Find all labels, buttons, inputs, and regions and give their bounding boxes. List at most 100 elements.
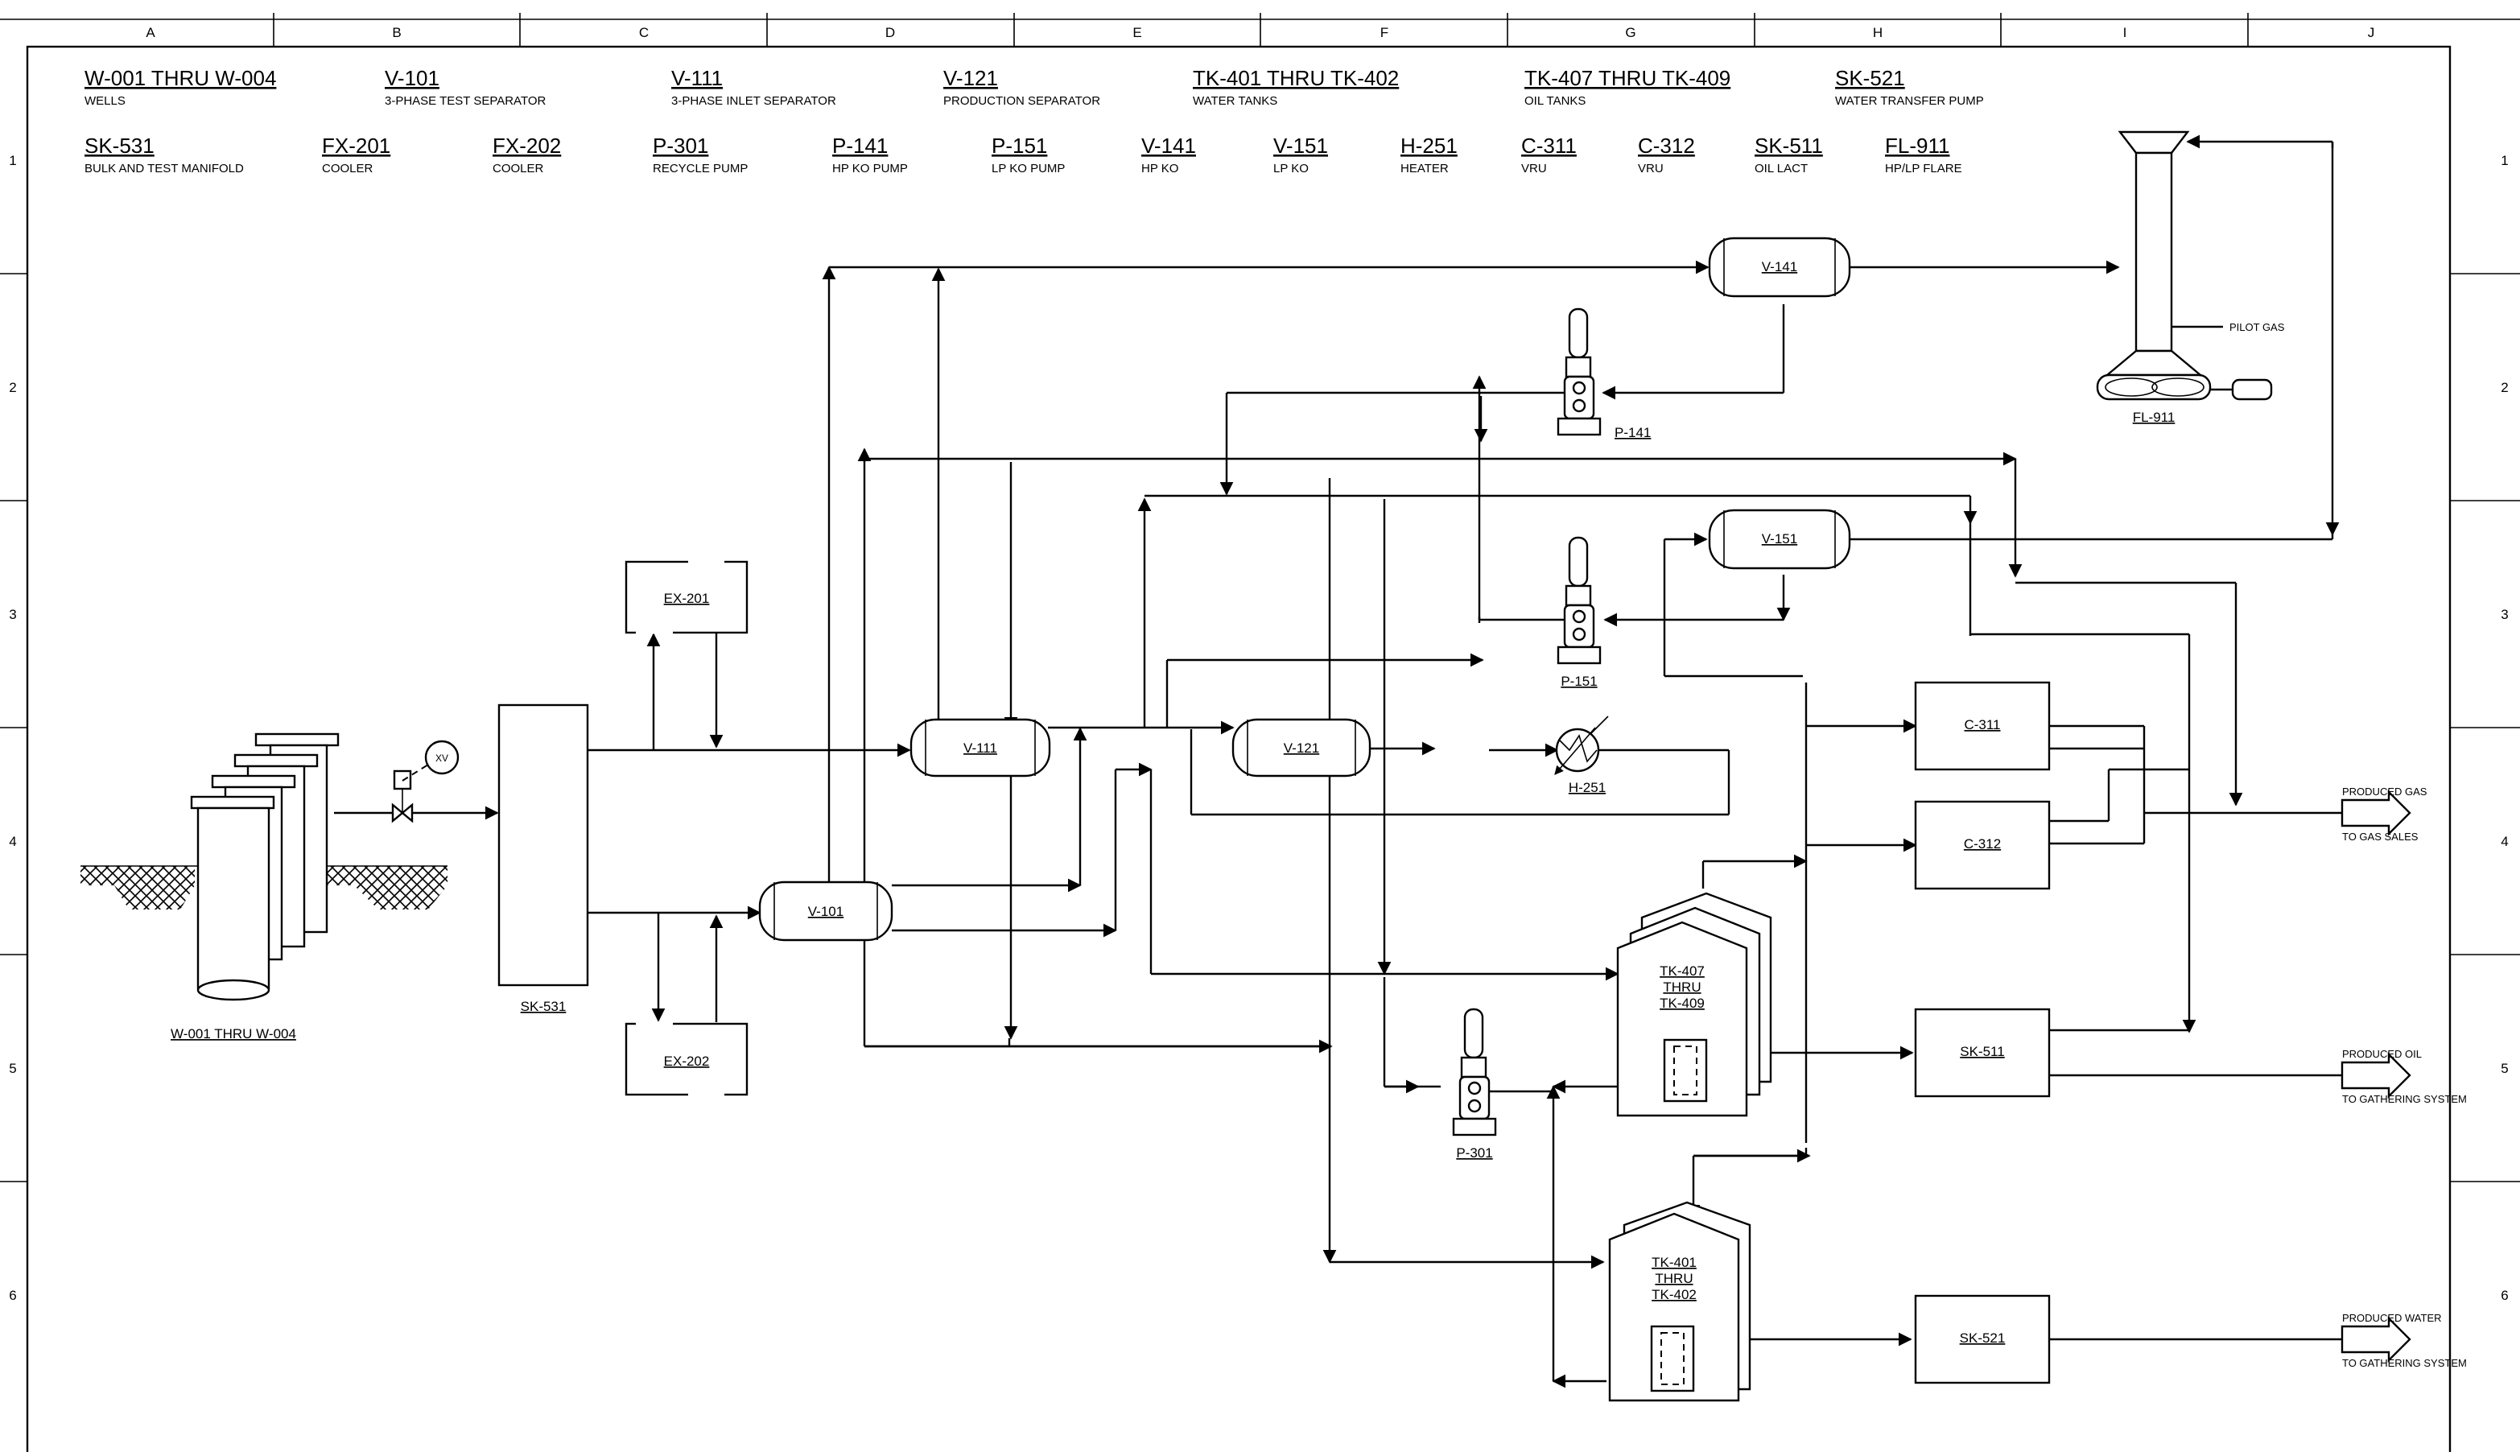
col-f: F [1380,25,1388,40]
legend-desc: WATER TANKS [1193,94,1277,108]
v-121-label: V-121 [1284,740,1319,756]
xv-valve: XV [391,740,460,823]
wells-label: W-001 THRU W-004 [171,1026,296,1041]
legend-desc: LP KO [1273,162,1309,175]
ex-202-cooler: EX-202 [625,1022,749,1096]
row-6: 6 [9,1288,16,1303]
legend-desc: BULK AND TEST MANIFOLD [85,162,244,175]
sk-521-pump: SK-521 [1914,1294,2051,1384]
column-labels: A B C D E F G H I J [146,25,2374,40]
v-101-separator: V-101 [758,881,893,942]
p-301-pump: P-301 [1452,1008,1497,1161]
sk-521-label: SK-521 [1960,1330,2006,1346]
legend-tag: TK-407 THRU TK-409 [1524,66,1730,90]
produced-water-destination: TO GATHERING SYSTEM [2342,1357,2467,1369]
v-141-ko-drum: V-141 [1708,237,1851,298]
v-151-label: V-151 [1762,531,1797,547]
legend-tag: P-301 [653,134,708,158]
fl-911-label: FL-911 [2133,410,2176,425]
produced-gas-outlet: PRODUCED GAS TO GAS SALES [2341,786,2427,843]
col-d: D [885,25,895,40]
legend-tag: SK-511 [1755,134,1823,158]
col-b: B [392,25,401,40]
row-2-right: 2 [2501,380,2508,395]
row-1: 1 [9,153,16,168]
col-e: E [1132,25,1141,40]
c-312-label: C-312 [1964,836,2001,852]
legend-desc: COOLER [493,162,544,175]
c-311-label: C-311 [1964,717,2000,732]
row-4-right: 4 [2501,834,2508,849]
legend-tag: V-151 [1273,134,1328,158]
legend-tag: C-311 [1521,134,1577,158]
v-151-ko-drum: V-151 [1708,509,1851,570]
legend-tag: TK-401 THRU TK-402 [1193,66,1399,90]
sk-511-label: SK-511 [1960,1044,2004,1059]
c-311-compressor: C-311 [1914,681,2051,771]
legend-tag: V-101 [385,66,439,90]
col-c: C [639,25,649,40]
produced-gas-destination: TO GAS SALES [2342,831,2419,843]
legend-tag: FX-202 [493,134,561,158]
produced-gas-label: PRODUCED GAS [2342,786,2427,798]
legend-tag: H-251 [1400,134,1458,158]
row-2: 2 [9,380,16,395]
legend-tag: V-111 [671,66,723,90]
col-h: H [1873,25,1883,40]
row-1-right: 1 [2501,153,2508,168]
row-5: 5 [9,1061,16,1076]
legend-tag: SK-531 [85,134,155,158]
legend-desc: HP KO PUMP [832,162,908,175]
v-111-label: V-111 [963,740,997,756]
legend-desc: LP KO PUMP [992,162,1065,175]
fl-911-flare: PILOT GAS FL-911 [2096,130,2285,425]
legend-desc: HEATER [1400,162,1449,175]
tk-409-label: TK-409 [1660,996,1705,1011]
legend-desc: WATER TRANSFER PUMP [1835,94,1984,108]
legend-tag: P-141 [832,134,888,158]
p-141-pump: P-141 [1557,307,1651,440]
legend-desc: COOLER [322,162,373,175]
legend-tag: FL-911 [1885,134,1949,158]
produced-water-outlet: PRODUCED WATER TO GATHERING SYSTEM [2341,1312,2467,1369]
produced-water-label: PRODUCED WATER [2342,1312,2442,1324]
pilot-gas-label: PILOT GAS [2229,321,2285,333]
legend-desc: 3-PHASE INLET SEPARATOR [671,94,836,108]
tk-407-oil-tanks: TK-407 THRU TK-409 [1616,892,1772,1117]
row-4: 4 [9,834,16,849]
row-5-right: 5 [2501,1061,2508,1076]
legend-tag: W-001 THRU W-004 [85,66,276,90]
xv-label: XV [435,753,448,764]
process-lines [334,134,2407,1388]
col-j: J [2368,25,2375,40]
tk-402-label: TK-402 [1652,1287,1697,1302]
tk-407-label: TK-407 [1660,963,1705,979]
row-6-right: 6 [2501,1288,2508,1303]
row-3: 3 [9,607,16,622]
legend-desc: OIL LACT [1755,162,1808,175]
h-251-heater: H-251 [1554,716,1609,795]
legend-tag: FX-201 [322,134,390,158]
legend-desc: VRU [1638,162,1664,175]
wells-group: W-001 THRU W-004 [80,732,447,1041]
ex-201-label: EX-201 [664,591,710,606]
tk-401-thru: THRU [1655,1271,1693,1286]
legend-desc: PRODUCTION SEPARATOR [943,94,1100,108]
ex-201-cooler: EX-201 [625,560,749,634]
p-301-label: P-301 [1456,1145,1492,1161]
c-312-compressor: C-312 [1914,800,2051,890]
legend-desc: HP/LP FLARE [1885,162,1962,175]
legend-desc: RECYCLE PUMP [653,162,748,175]
col-a: A [146,25,155,40]
v-111-separator: V-111 [909,718,1051,777]
p-151-label: P-151 [1561,674,1597,689]
legend-tag: V-121 [943,66,998,90]
tk-407-thru: THRU [1663,980,1701,995]
legend-tag: V-141 [1141,134,1196,158]
ex-202-label: EX-202 [664,1054,710,1069]
equipment-legend: W-001 THRU W-004 WELLS V-101 3-PHASE TES… [85,66,1984,175]
tk-401-label: TK-401 [1652,1255,1697,1270]
produced-oil-destination: TO GATHERING SYSTEM [2342,1093,2467,1105]
